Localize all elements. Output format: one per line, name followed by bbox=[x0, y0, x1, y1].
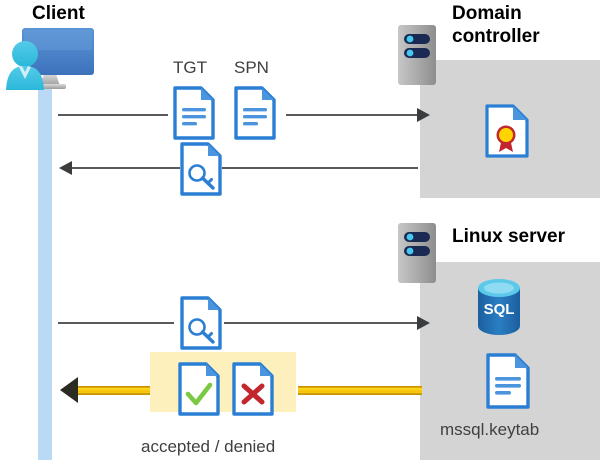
client-computer-user-icon bbox=[4, 24, 96, 92]
tgt-label: TGT bbox=[173, 58, 207, 77]
client-lifeline bbox=[38, 78, 52, 460]
message-4-line-right bbox=[298, 386, 422, 395]
keytab-document-text-icon bbox=[486, 353, 530, 409]
linux-server-title: Linux server bbox=[452, 225, 600, 248]
domain-controller-server-icon bbox=[398, 25, 436, 85]
message-2-arrowhead bbox=[59, 161, 72, 175]
sql-database-icon: SQL bbox=[470, 278, 528, 336]
request-document-key-icon bbox=[180, 296, 222, 350]
accepted-document-check-icon bbox=[178, 362, 220, 416]
spn-label: SPN bbox=[234, 58, 269, 77]
accepted-denied-highlight-box bbox=[150, 352, 296, 412]
message-3-line-left bbox=[58, 322, 174, 324]
accepted-denied-caption: accepted / denied bbox=[141, 437, 276, 456]
keytab-label: mssql.keytab bbox=[440, 420, 540, 439]
linux-server-title-text: Linux server bbox=[452, 226, 565, 247]
linux-server-icon bbox=[398, 223, 436, 283]
spn-document-text-icon bbox=[234, 86, 276, 140]
message-2-line-right bbox=[222, 167, 418, 169]
message-4-line-left bbox=[78, 386, 154, 395]
message-1-line-right bbox=[286, 114, 418, 116]
client-title: Client bbox=[32, 3, 85, 24]
message-4-arrowhead bbox=[60, 377, 78, 403]
denied-document-cross-icon bbox=[232, 362, 274, 416]
certificate-document-icon bbox=[485, 104, 529, 158]
message-2-line-left bbox=[72, 167, 180, 169]
domain-controller-title-text: Domain controller bbox=[452, 3, 540, 47]
ticket-document-key-icon bbox=[180, 142, 222, 196]
message-1-arrowhead bbox=[417, 108, 430, 122]
domain-controller-title: Domain controller bbox=[452, 2, 600, 48]
message-3-line-right bbox=[224, 322, 418, 324]
message-1-line-left bbox=[58, 114, 168, 116]
message-3-arrowhead bbox=[417, 316, 430, 330]
sql-database-text: SQL bbox=[484, 301, 515, 318]
tgt-document-text-icon bbox=[173, 86, 215, 140]
